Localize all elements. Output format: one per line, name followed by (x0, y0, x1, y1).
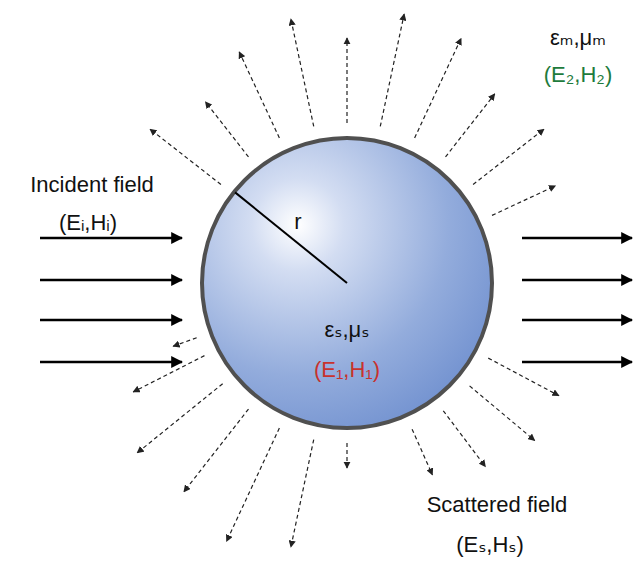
sphere: r εₛ,μₛ (E₁,H₁) (200, 136, 494, 430)
medium-label: εₘ,μₘ (550, 25, 606, 50)
field-label: (E₁,H₁) (314, 357, 380, 382)
incident-arrow (40, 237, 182, 239)
scattered-arrow (291, 440, 314, 548)
scattered-arrow (133, 356, 204, 392)
scattered-arrow (492, 186, 555, 216)
radius-label: r (294, 209, 301, 234)
scattered-label: Scattered field (427, 492, 568, 517)
scattered-arrow (205, 102, 248, 157)
outside-field-label: (E₂,H₂) (544, 62, 612, 87)
scattered-arrow (239, 52, 279, 138)
scattered-arrow (291, 19, 314, 127)
scattered-arrow (473, 129, 544, 184)
scattered-arrow (380, 14, 404, 126)
scattered-arrow (415, 38, 461, 138)
incident-arrow (522, 319, 632, 321)
incident-arrow (40, 279, 182, 281)
scattered-arrow (346, 38, 347, 123)
scattered-field-symbol: (Eₛ,Hₛ) (456, 532, 524, 557)
scattered-arrows (133, 14, 559, 547)
incident-arrow (522, 361, 632, 363)
incident-field-symbol: (Eᵢ,Hᵢ) (59, 210, 117, 235)
scattered-arrow (150, 129, 221, 184)
scattered-arrow (470, 386, 535, 441)
sphere-outline (200, 136, 494, 430)
sphere-body (202, 138, 492, 428)
material-label: εₛ,μₛ (324, 317, 369, 342)
incident-arrow (522, 237, 632, 239)
incident-label: Incident field (30, 172, 154, 197)
scattered-arrow (184, 409, 249, 492)
incident-arrow (40, 319, 182, 321)
radius-line (235, 192, 347, 283)
incident-arrow (40, 361, 182, 363)
scattered-arrow (227, 428, 280, 541)
scattered-arrow (173, 338, 196, 347)
scattered-arrow (446, 94, 495, 157)
incident-arrow (522, 279, 632, 281)
scattered-arrow (443, 411, 485, 467)
scattered-arrow (346, 443, 347, 468)
scattered-arrow (137, 384, 222, 453)
scattered-arrow (488, 358, 559, 396)
scattered-arrow (412, 429, 432, 475)
